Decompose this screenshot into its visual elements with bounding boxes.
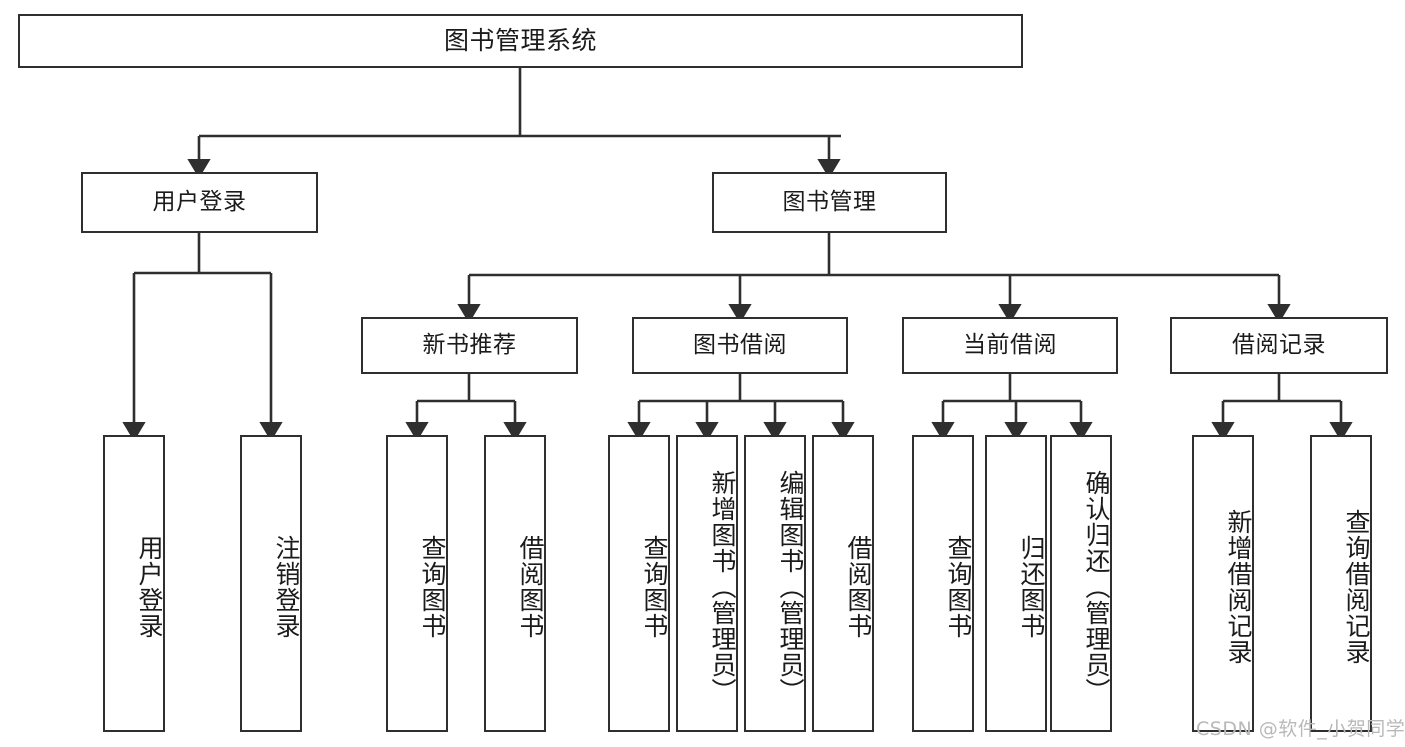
- node-user-login[interactable]: 用户登录: [81, 172, 318, 233]
- leaf-borrow-book-2[interactable]: 借阅图书: [812, 435, 874, 732]
- node-book-manage[interactable]: 图书管理: [712, 172, 947, 233]
- csdn-watermark: CSDN @软件_小贺同学: [1196, 718, 1405, 740]
- node-current-borrow-label: 当前借阅: [963, 331, 1057, 358]
- leaf-query-book-3[interactable]: 查询图书: [912, 435, 974, 732]
- node-root[interactable]: 图书管理系统: [18, 14, 1023, 68]
- leaf-borrow-book-1-label: 借阅图书: [516, 534, 545, 639]
- leaf-logout[interactable]: 注销登录: [240, 435, 302, 732]
- leaf-query-record[interactable]: 查询借阅记录: [1310, 435, 1372, 732]
- leaf-query-book-1-label: 查询图书: [418, 534, 447, 639]
- node-book-borrow[interactable]: 图书借阅: [632, 317, 848, 374]
- leaf-user-login-label: 用户登录: [135, 534, 164, 639]
- leaf-query-book-2[interactable]: 查询图书: [608, 435, 670, 732]
- leaf-return-book-label: 归还图书: [1017, 534, 1046, 639]
- node-new-book-recommend[interactable]: 新书推荐: [361, 317, 578, 374]
- leaf-query-book-1[interactable]: 查询图书: [386, 435, 448, 732]
- leaf-logout-label: 注销登录: [272, 534, 301, 639]
- node-borrow-record[interactable]: 借阅记录: [1170, 317, 1388, 374]
- leaf-add-book-label: 新增图书（管理员）: [708, 469, 737, 704]
- node-book-borrow-label: 图书借阅: [693, 331, 787, 358]
- leaf-borrow-book-2-label: 借阅图书: [844, 534, 873, 639]
- leaf-edit-book[interactable]: 编辑图书（管理员）: [744, 435, 806, 732]
- leaf-borrow-book-1[interactable]: 借阅图书: [484, 435, 546, 732]
- leaf-query-book-2-label: 查询图书: [640, 534, 669, 639]
- leaf-confirm-return[interactable]: 确认归还（管理员）: [1050, 435, 1112, 732]
- leaf-query-book-3-label: 查询图书: [944, 534, 973, 639]
- node-book-manage-label: 图书管理: [782, 188, 877, 215]
- node-user-login-label: 用户登录: [152, 188, 247, 215]
- node-new-book-recommend-label: 新书推荐: [422, 331, 517, 358]
- leaf-user-login[interactable]: 用户登录: [103, 435, 165, 732]
- leaf-add-record-label: 新增借阅记录: [1224, 508, 1253, 665]
- leaf-edit-book-label: 编辑图书（管理员）: [776, 469, 805, 704]
- node-current-borrow[interactable]: 当前借阅: [902, 317, 1118, 374]
- node-borrow-record-label: 借阅记录: [1232, 331, 1326, 358]
- node-root-label: 图书管理系统: [443, 26, 597, 55]
- leaf-add-book[interactable]: 新增图书（管理员）: [676, 435, 738, 732]
- leaf-return-book[interactable]: 归还图书: [985, 435, 1047, 732]
- leaf-add-record[interactable]: 新增借阅记录: [1192, 435, 1254, 732]
- leaf-confirm-return-label: 确认归还（管理员）: [1082, 469, 1111, 704]
- leaf-query-record-label: 查询借阅记录: [1342, 508, 1371, 665]
